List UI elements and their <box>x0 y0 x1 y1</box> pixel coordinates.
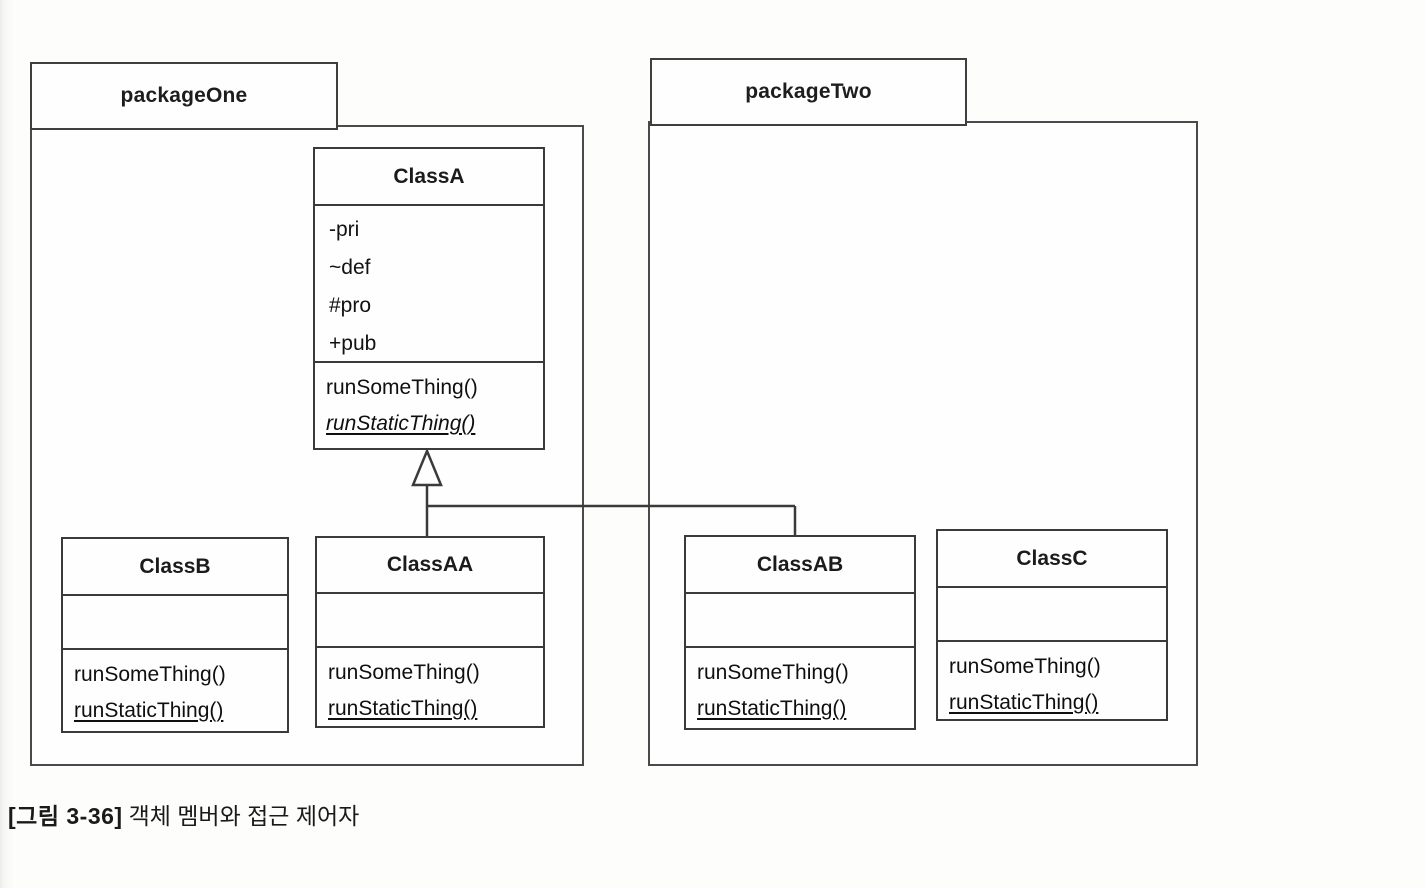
class-name: ClassA <box>315 149 543 206</box>
uml-class-classc: ClassC runSomeThing() runStaticThing() <box>936 529 1168 721</box>
class-methods: runSomeThing() runStaticThing() <box>686 648 914 728</box>
class-methods: runSomeThing() runStaticThing() <box>315 363 543 448</box>
attribute-private: -pri <box>329 218 360 241</box>
method-item-static: runStaticThing() <box>326 412 476 435</box>
class-name: ClassC <box>938 531 1166 588</box>
method-item: runSomeThing() <box>328 661 480 684</box>
class-attributes-empty <box>938 588 1166 642</box>
package-one-name: packageOne <box>120 84 248 107</box>
method-item-static: runStaticThing() <box>328 697 478 720</box>
class-attributes: -pri ~def #pro +pub <box>315 206 543 363</box>
method-item-static: runStaticThing() <box>949 691 1099 714</box>
class-attributes-empty <box>317 594 543 648</box>
class-methods: runSomeThing() runStaticThing() <box>938 642 1166 721</box>
figure-caption-text: 객체 멤버와 접근 제어자 <box>128 803 360 829</box>
package-two-tab: packageTwo <box>650 58 967 126</box>
method-item: runSomeThing() <box>949 655 1101 678</box>
method-item-static: runStaticThing() <box>697 697 847 720</box>
figure-caption-label: [그림 3-36] <box>8 803 123 829</box>
class-methods: runSomeThing() runStaticThing() <box>317 648 543 727</box>
class-name: ClassB <box>63 539 287 596</box>
class-attributes-empty <box>63 596 287 650</box>
method-item: runSomeThing() <box>326 376 478 399</box>
method-item: runSomeThing() <box>74 663 226 686</box>
class-name: ClassAB <box>686 537 914 594</box>
attribute-protected: #pro <box>329 294 372 317</box>
method-item-static: runStaticThing() <box>74 699 224 722</box>
attribute-default: ~def <box>329 256 371 279</box>
package-one-tab: packageOne <box>30 62 338 130</box>
class-methods: runSomeThing() runStaticThing() <box>63 650 287 731</box>
figure-caption: [그림 3-36]객체 멤버와 접근 제어자 <box>8 797 359 831</box>
attribute-public: +pub <box>329 332 377 355</box>
package-two-name: packageTwo <box>745 80 872 103</box>
uml-class-classaa: ClassAA runSomeThing() runStaticThing() <box>315 536 545 728</box>
uml-class-classb: ClassB runSomeThing() runStaticThing() <box>61 537 289 733</box>
method-item: runSomeThing() <box>697 661 849 684</box>
class-attributes-empty <box>686 594 914 648</box>
uml-class-classa: ClassA -pri ~def #pro +pub runSomeThing(… <box>313 147 545 450</box>
uml-class-classab: ClassAB runSomeThing() runStaticThing() <box>684 535 916 730</box>
class-name: ClassAA <box>317 538 543 594</box>
